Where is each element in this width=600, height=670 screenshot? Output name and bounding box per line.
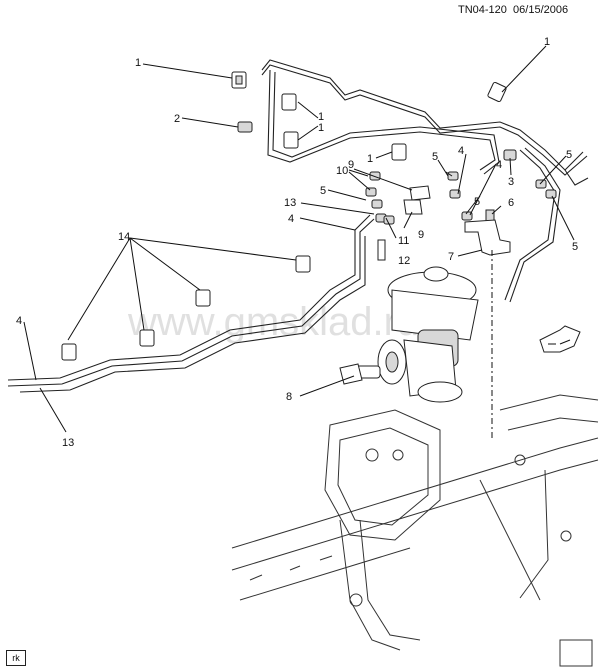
- callout-9: 9: [348, 159, 354, 171]
- clip-1e: [487, 81, 507, 103]
- callout-13: 13: [284, 197, 296, 209]
- callout-5: 5: [320, 185, 326, 197]
- footer-tag: rk: [6, 650, 26, 666]
- callout-5: 5: [572, 241, 578, 253]
- callout-3: 3: [508, 176, 514, 188]
- part-2-grommet: [237, 121, 253, 133]
- callout-labels: 1 1 1 1 1 2 3 4 4 4 4 5 5 5 5 5 6 7 8 9 …: [16, 36, 578, 449]
- reference-code: TN04-120: [458, 4, 507, 16]
- callout-1: 1: [318, 111, 324, 123]
- callout-7: 7: [448, 251, 454, 263]
- brake-booster-assembly: [339, 266, 479, 403]
- clip-14d: [61, 343, 77, 361]
- reference-date: 06/15/2006: [513, 4, 569, 16]
- callout-4: 4: [458, 145, 464, 157]
- tube-clips: [61, 71, 517, 361]
- callout-4: 4: [16, 315, 22, 327]
- callout-4: 4: [288, 213, 294, 225]
- tube-fittings: [365, 171, 557, 261]
- clip-1d: [391, 143, 407, 161]
- callout-11: 11: [398, 235, 409, 247]
- brake-tube-assembly: [7, 59, 589, 393]
- callout-1: 1: [318, 122, 324, 134]
- callout-1: 1: [135, 57, 141, 69]
- clip-1b: [281, 93, 297, 111]
- callout-13: 13: [62, 437, 74, 449]
- callout-4: 4: [496, 159, 502, 171]
- callout-5: 5: [474, 196, 480, 208]
- front-direction-arrow-icon: [539, 325, 581, 353]
- vehicle-frame: [231, 394, 599, 667]
- clip-14c: [139, 329, 155, 347]
- bracket-7: [464, 219, 511, 256]
- callout-1: 1: [367, 153, 373, 165]
- callout-8: 8: [286, 391, 292, 403]
- callout-5: 5: [566, 149, 572, 161]
- part-12-sleeve: [377, 239, 386, 261]
- callout-leader-lines: [23, 45, 575, 433]
- clip-1c: [283, 131, 299, 149]
- diagram-reference-code: TN04-120 06/15/2006: [458, 4, 568, 16]
- callout-2: 2: [174, 113, 180, 125]
- callout-10: 10: [336, 165, 348, 177]
- watermark-text: www.gmsklad.ru: [127, 300, 419, 344]
- clip-14a: [295, 255, 311, 273]
- callout-1: 1: [544, 36, 550, 48]
- callout-6: 6: [508, 197, 514, 209]
- callout-14: 14: [118, 231, 130, 243]
- bracket-9a: [409, 185, 431, 201]
- mounting-brackets: [403, 185, 511, 256]
- clip-14b: [195, 289, 211, 307]
- callout-5: 5: [432, 151, 438, 163]
- callout-9: 9: [418, 229, 424, 241]
- bracket-9b: [403, 199, 423, 215]
- callout-12: 12: [398, 255, 410, 267]
